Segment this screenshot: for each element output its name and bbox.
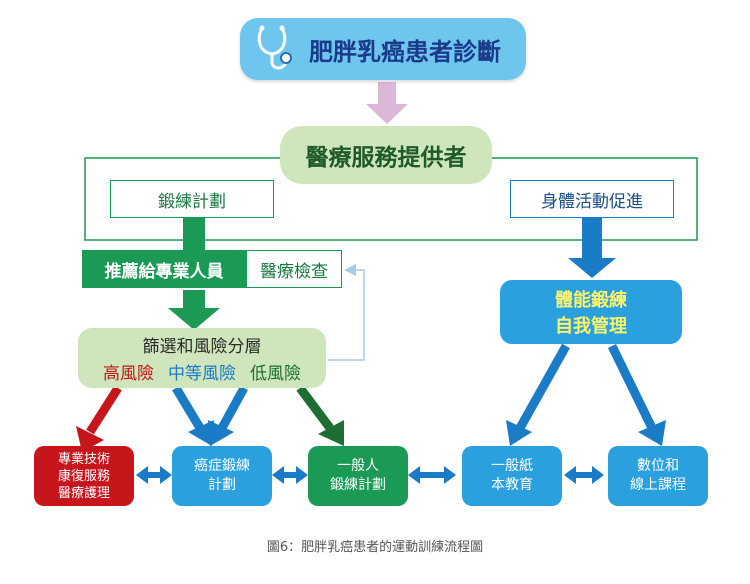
title-box: 肥胖乳癌患者診斷	[240, 18, 526, 80]
selfmgmt-to-paper-arrow	[516, 343, 570, 431]
medical-check-text: 醫療檢查	[260, 261, 328, 282]
screening-title: 篩選和風險分層	[142, 337, 262, 357]
feedback-arrow	[328, 269, 365, 361]
self-mgmt-line2: 自我管理	[555, 316, 627, 337]
specialist-line3: 醫療護理	[57, 485, 110, 501]
double-arrow-2	[272, 466, 308, 484]
screening-box: 篩選和風險分層 高風險 中等風險 低風險	[78, 328, 326, 388]
general-plan-box: 一般人 鍛練計劃	[308, 446, 408, 506]
digital-line2: 線上課程	[630, 477, 686, 493]
feedback-arrow-head	[344, 264, 356, 276]
risk-levels: 高風險 中等風險 低風險	[103, 359, 301, 384]
specialist-box: 專業技術 康復服務 醫療護理	[34, 446, 134, 506]
selfmgmt-to-digital-arrow	[607, 344, 657, 430]
double-arrow-3	[408, 466, 456, 484]
cancer-plan-line1: 癌症鍛練	[194, 458, 250, 474]
double-arrow-1	[136, 466, 172, 484]
self-mgmt-line1: 體能鍛練	[555, 290, 627, 311]
paper-education-box: 一般紙 本教育	[462, 446, 562, 506]
risk-low: 低風險	[250, 364, 301, 384]
risk-high: 高風險	[103, 364, 154, 384]
referral-text: 推薦給專業人員	[104, 261, 224, 282]
activity-to-selfmgmt-stem	[582, 218, 602, 260]
cancer-plan-line2: 計劃	[208, 477, 236, 493]
double-arrow-4	[564, 466, 604, 484]
referral-box: 推薦給專業人員	[82, 250, 246, 288]
specialist-line2: 康復服務	[57, 468, 110, 484]
medical-check-box: 醫療檢查	[246, 250, 342, 288]
figure-caption: 圖6：肥胖乳癌患者的運動訓練流程圖	[0, 530, 750, 560]
low-to-general-arrow	[296, 385, 334, 431]
high-risk-arrow	[86, 385, 122, 435]
physical-activity-text: 身體活動促進	[541, 191, 643, 212]
referral-to-screening-stem	[183, 290, 205, 310]
provider-box: 醫療服務提供者	[280, 126, 492, 184]
specialist-line1: 專業技術	[57, 451, 110, 467]
title-to-provider-arrow	[366, 82, 408, 124]
medium-to-cancer-arrow	[218, 385, 248, 431]
training-plan-text: 鍛練計劃	[158, 191, 226, 212]
general-plan-line1: 一般人	[337, 458, 379, 474]
cancer-plan-box: 癌症鍛練 計劃	[172, 446, 272, 506]
training-plan-box: 鍛練計劃	[110, 180, 274, 218]
physical-activity-box: 身體活動促進	[510, 180, 674, 218]
caption-text: 圖6：肥胖乳癌患者的運動訓練流程圖	[266, 539, 484, 555]
plan-to-referral-stem	[183, 218, 205, 250]
digital-course-box: 數位和 線上課程	[608, 446, 708, 506]
digital-line1: 數位和	[637, 458, 679, 474]
stethoscope-icon	[254, 24, 294, 74]
paper-edu-line1: 一般紙	[491, 458, 533, 474]
risk-medium: 中等風險	[168, 364, 236, 384]
self-management-box: 體能鍛練 自我管理	[500, 280, 682, 344]
referral-to-screening-head	[168, 308, 220, 330]
provider-text: 醫療服務提供者	[305, 145, 467, 171]
paper-edu-line2: 本教育	[491, 477, 533, 493]
activity-to-selfmgmt-head	[568, 258, 616, 278]
title-text: 肥胖乳癌患者診斷	[309, 37, 501, 66]
general-plan-line2: 鍛練計劃	[330, 477, 386, 493]
high-to-cancer-arrow	[172, 385, 204, 431]
